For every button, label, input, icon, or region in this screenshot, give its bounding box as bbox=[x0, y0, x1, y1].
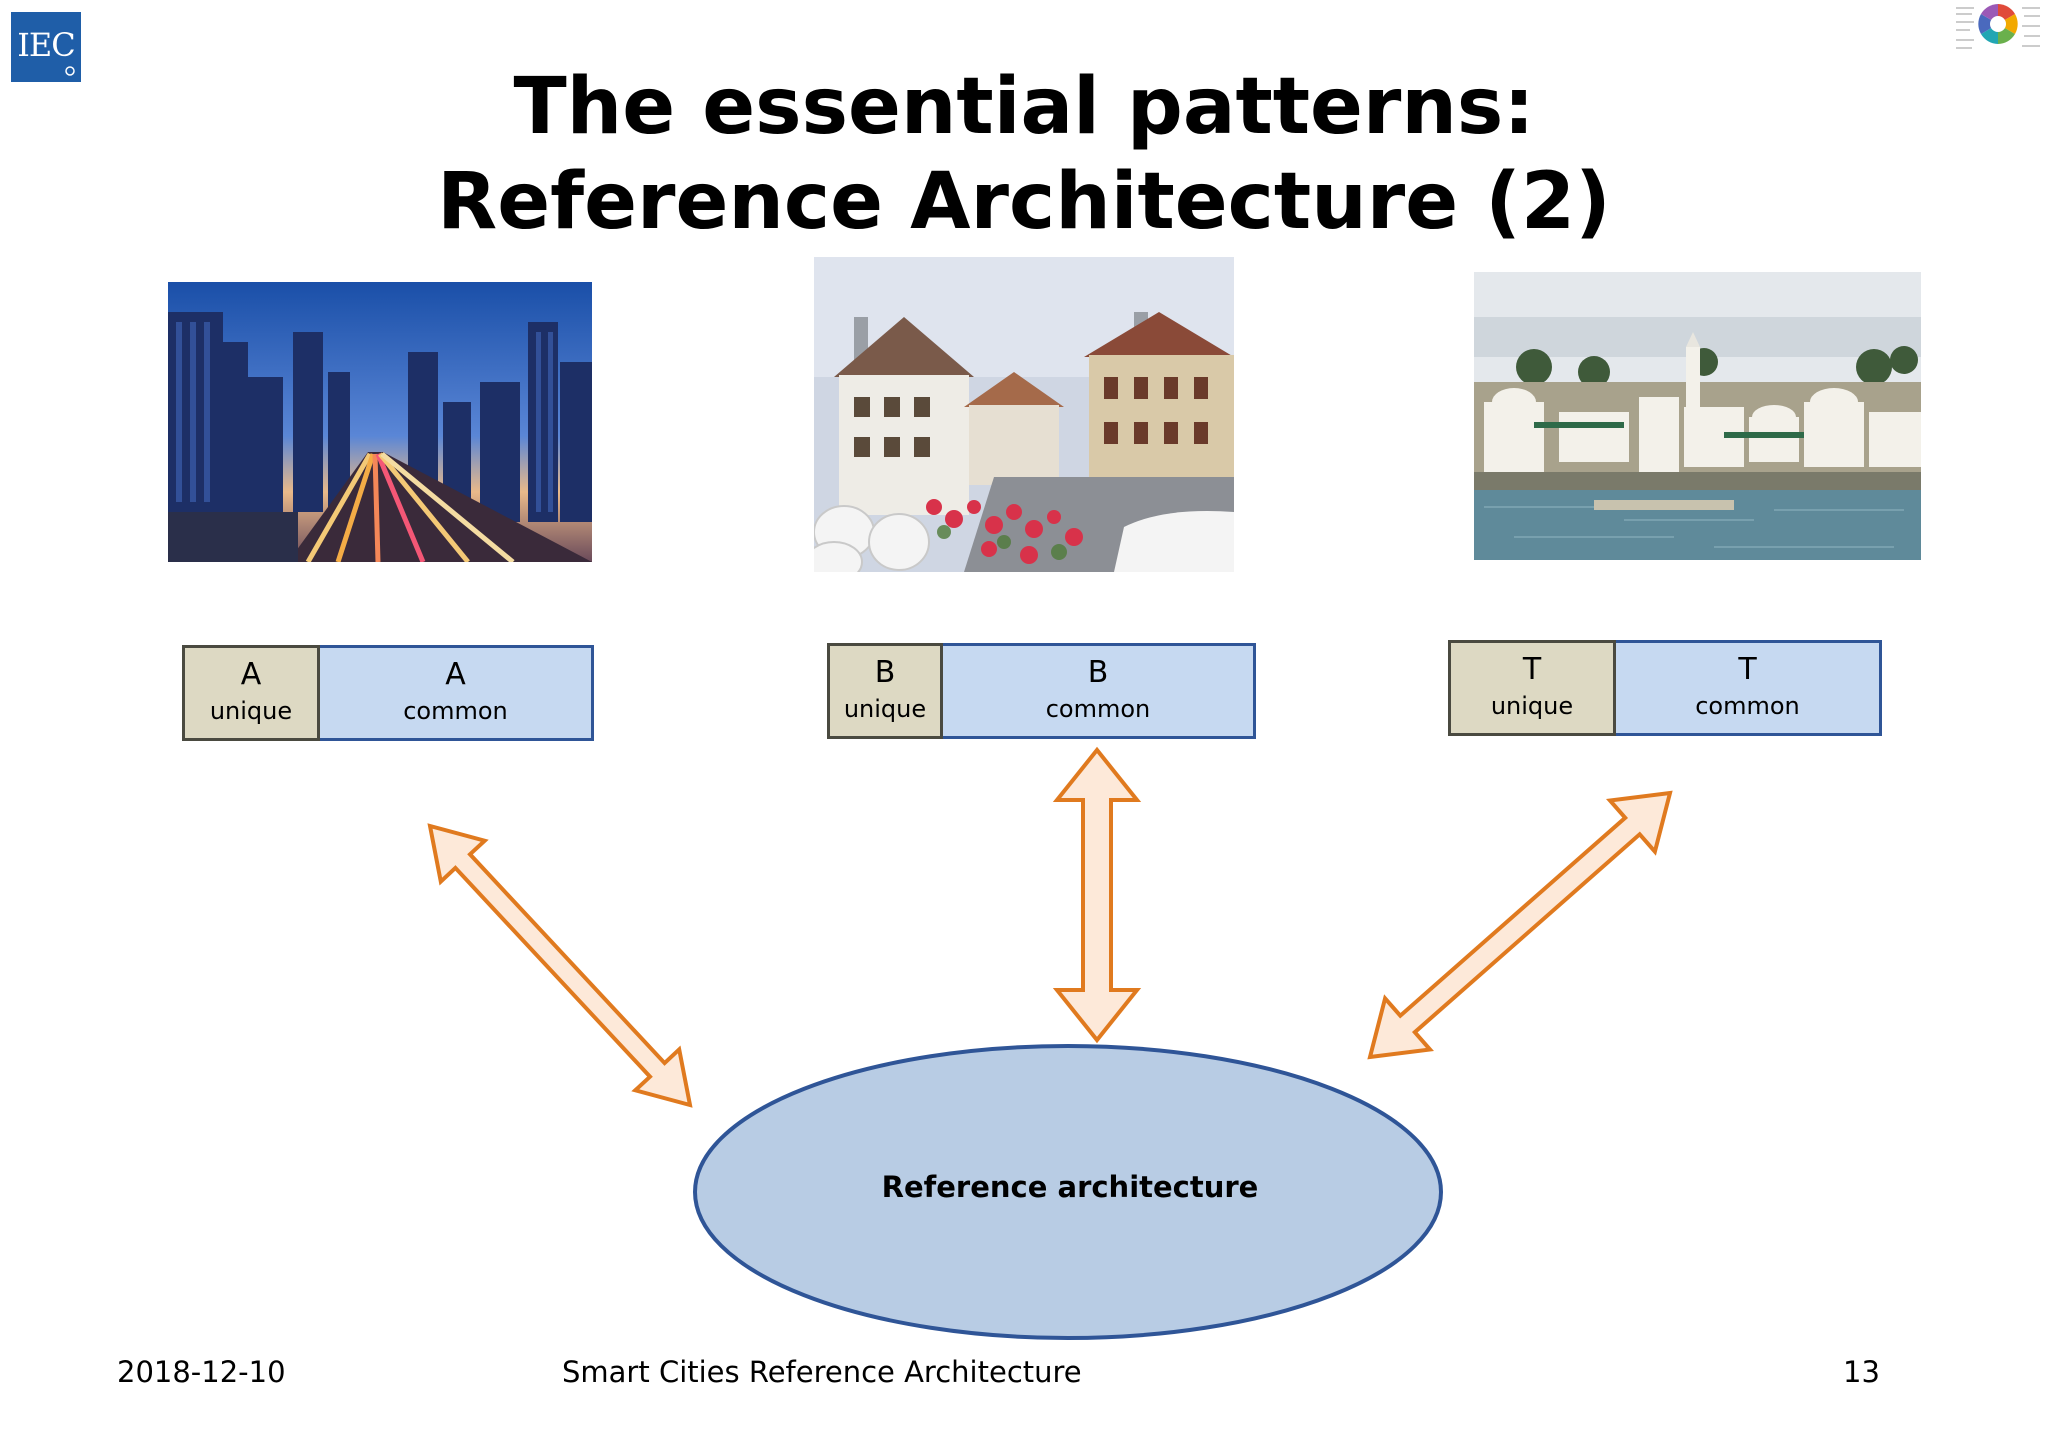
city-a-common-cell: A common bbox=[320, 645, 594, 741]
city-t-unique-cell: T unique bbox=[1448, 640, 1616, 736]
city-a-bar: A unique A common bbox=[182, 645, 594, 741]
city-t-common-cell: T common bbox=[1616, 640, 1882, 736]
infographic-thumbnail-icon bbox=[1952, 0, 2044, 58]
city-b-unique-letter: B bbox=[874, 655, 896, 690]
reference-architecture-label: Reference architecture bbox=[881, 1170, 1259, 1204]
page-number: 13 bbox=[1843, 1355, 1880, 1389]
double-arrow-left-icon bbox=[427, 823, 693, 1108]
logo-text: IEC bbox=[17, 26, 75, 64]
city-t-unique-letter: T bbox=[1522, 652, 1542, 687]
title-line-1: The essential patterns: bbox=[513, 62, 1535, 152]
title-line-2: Reference Architecture (2) bbox=[437, 157, 1611, 247]
city-b-common-cell: B common bbox=[943, 643, 1256, 739]
arrows bbox=[427, 746, 1673, 1108]
city-b-common-letter: B bbox=[1087, 655, 1109, 690]
city-t-common-label: common bbox=[1695, 692, 1800, 720]
footer-title: Smart Cities Reference Architecture bbox=[562, 1355, 1082, 1389]
city-b-unique-cell: B unique bbox=[827, 643, 943, 739]
city-b-illustration bbox=[814, 257, 1234, 572]
city-a-unique-cell: A unique bbox=[182, 645, 320, 741]
city-b-unique-label: unique bbox=[843, 695, 927, 723]
city-a-photo bbox=[168, 282, 592, 562]
page-title: The essential patterns: Reference Archit… bbox=[0, 60, 2048, 250]
city-t-bar: T unique T common bbox=[1448, 640, 1882, 736]
footer-date: 2018-12-10 bbox=[117, 1355, 286, 1389]
city-t-photo bbox=[1474, 272, 1921, 560]
city-b-photo bbox=[814, 257, 1234, 572]
logo-mark-icon bbox=[65, 66, 75, 76]
double-arrow-center-icon bbox=[1052, 746, 1142, 1044]
city-a-unique-letter: A bbox=[240, 657, 262, 692]
city-b-bar: B unique B common bbox=[827, 643, 1256, 739]
city-b-common-label: common bbox=[1045, 695, 1151, 723]
iec-logo: IEC bbox=[11, 12, 81, 82]
city-a-common-letter: A bbox=[445, 657, 466, 692]
city-t-common-letter: T bbox=[1738, 652, 1757, 687]
double-arrow-right-icon bbox=[1367, 790, 1673, 1060]
reference-architecture-ellipse bbox=[693, 1044, 1443, 1340]
city-a-common-label: common bbox=[403, 697, 508, 725]
city-t-illustration bbox=[1474, 272, 1921, 560]
city-a-illustration bbox=[168, 282, 592, 562]
city-a-unique-label: unique bbox=[209, 697, 293, 725]
city-t-unique-label: unique bbox=[1490, 692, 1574, 720]
